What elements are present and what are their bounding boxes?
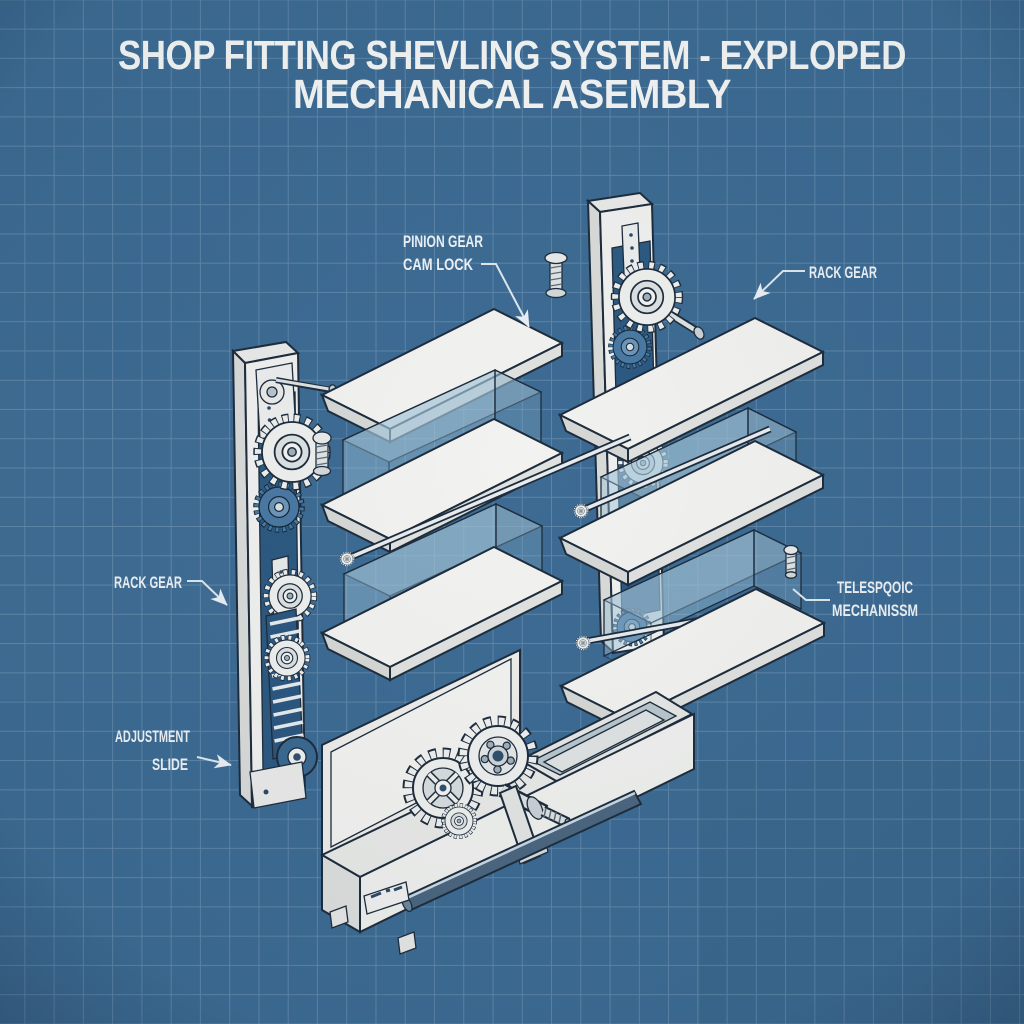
- idler-gear-dark: [611, 328, 649, 366]
- label-telescopic: TELESPQOIC: [837, 578, 913, 597]
- label-slide: SLIDE: [152, 755, 188, 774]
- label-cam-lock: CAM LOCK: [403, 255, 474, 274]
- hub-bore: [266, 386, 278, 398]
- title-line-2: MECHANICAL ASEMBLY: [293, 71, 731, 117]
- idler-gear-dark: [257, 485, 302, 530]
- bolt-vertical: [312, 431, 332, 477]
- label-rack-gear-right: RACK GEAR: [809, 263, 877, 282]
- label-pinion-gear: PINION GEAR: [403, 232, 483, 251]
- label-adjustment: ADJUSTMENT: [115, 727, 190, 746]
- bolt-vertical: [783, 544, 799, 579]
- drive-gear-ring: [457, 715, 539, 797]
- bracket-hole: [263, 789, 269, 795]
- roller-bore: [293, 753, 301, 761]
- grid-tint-patch: [0, 380, 230, 700]
- grid-tint-patch: [700, 760, 1024, 1024]
- label-rack-gear-left: RACK GEAR: [114, 573, 182, 592]
- label-mechanism: MECHANISSM: [832, 601, 918, 620]
